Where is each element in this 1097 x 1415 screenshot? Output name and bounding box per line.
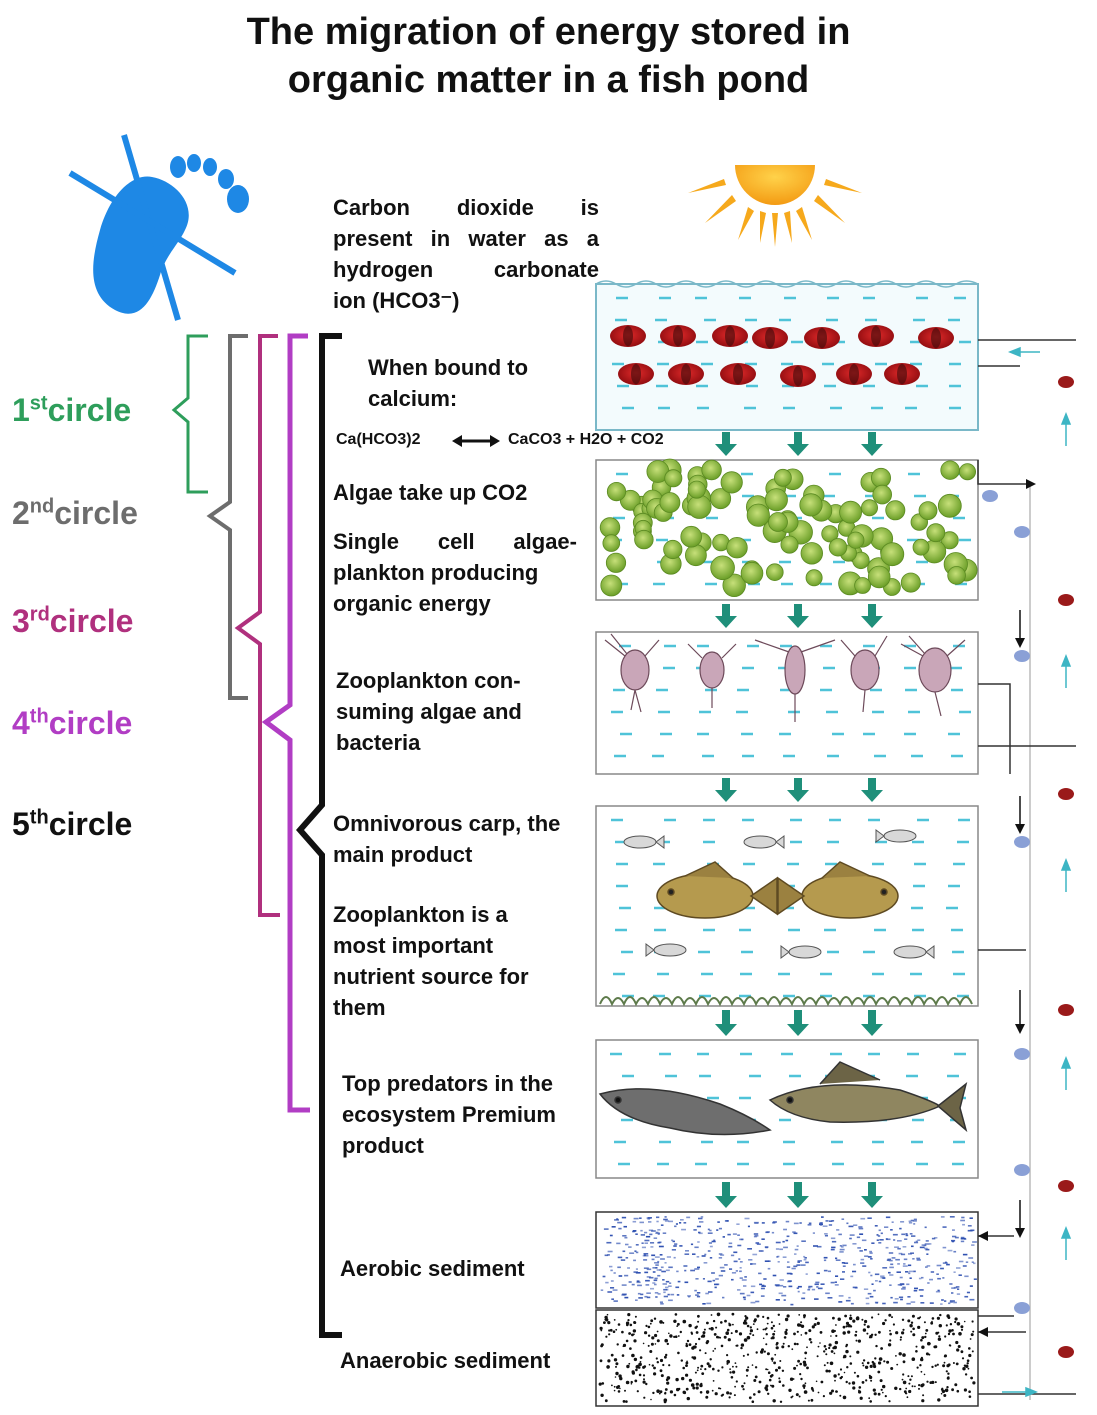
anaerobic-sediment-dots bbox=[598, 1312, 976, 1404]
description-zooplankton-rest: suming algae and bacteria bbox=[336, 699, 522, 755]
circulation-arrowheads bbox=[978, 479, 1036, 1337]
panel-anaerobic-sediment bbox=[595, 1309, 979, 1407]
predator-fish bbox=[598, 1061, 968, 1136]
bracket-circle-5 bbox=[296, 333, 342, 1338]
description-zooplankton: Zooplankton con- bbox=[336, 668, 521, 693]
description-predators: Top predators in the ecosystem Premium p… bbox=[342, 1071, 556, 1158]
small-fish bbox=[623, 829, 935, 959]
bracket-circle-1 bbox=[171, 334, 208, 494]
bracket-circle-3 bbox=[234, 334, 280, 917]
diagram-title: The migration of energy stored in organi… bbox=[0, 8, 1097, 104]
bracket-circle-2 bbox=[206, 334, 248, 700]
pond-diagram bbox=[595, 280, 1076, 1407]
double-arrow-icon bbox=[452, 435, 500, 447]
bracket-circle-4 bbox=[261, 333, 310, 1113]
description-single-cell-rest: plankton producing organic energy bbox=[333, 560, 539, 616]
sun-icon bbox=[688, 165, 862, 247]
pond-weeds bbox=[599, 996, 973, 1007]
circle-label-3: 3rdcircle bbox=[12, 603, 134, 639]
circle-label-2: 2ndcircle bbox=[12, 495, 138, 531]
panel-aerobic-sediment bbox=[595, 1211, 979, 1309]
circle-label-1: 1stcircle bbox=[12, 392, 132, 428]
carp-fish bbox=[656, 861, 899, 919]
description-algae-co2: Algae take up CO2 bbox=[333, 480, 528, 505]
equation-left: Ca(HCO3)2 bbox=[336, 431, 421, 448]
aerobic-sediment-dots bbox=[600, 1216, 977, 1306]
energy-flow-arrows bbox=[715, 432, 883, 1208]
algae-cells bbox=[599, 458, 978, 598]
panel-zooplankton bbox=[595, 631, 979, 775]
circle-brackets bbox=[171, 333, 342, 1338]
crossed-footprint-icon bbox=[68, 134, 249, 321]
upward-arrows bbox=[1002, 346, 1072, 1398]
description-aerobic: Aerobic sediment bbox=[340, 1256, 525, 1281]
description-calcium: When bound to calcium: bbox=[368, 355, 529, 411]
description-carp: Omnivorous carp, the main product bbox=[333, 811, 561, 867]
description-co2: Carbon dioxide is present in water as a … bbox=[333, 195, 599, 282]
equation-right: CaCO3 + H2O + CO2 bbox=[508, 431, 664, 448]
title-line-2: organic matter in a fish pond bbox=[287, 59, 810, 101]
description-anaerobic: Anaerobic sediment bbox=[340, 1348, 551, 1373]
circle-label-4: 4thcircle bbox=[12, 705, 133, 741]
circle-label-5: 5thcircle bbox=[12, 806, 133, 842]
description-single-cell: Single cell algae- bbox=[333, 529, 577, 554]
zooplankton-organisms bbox=[604, 633, 966, 722]
description-zoo-source: Zooplankton is a most important nutrient… bbox=[333, 902, 529, 1020]
side-cells bbox=[982, 376, 1074, 1358]
panel-water-surface bbox=[595, 283, 979, 431]
title-line-1: The migration of energy stored in bbox=[246, 11, 851, 53]
erythrocyte-cells bbox=[610, 325, 954, 387]
description-co2-ion: ion (HCO3⁻) bbox=[333, 288, 460, 313]
